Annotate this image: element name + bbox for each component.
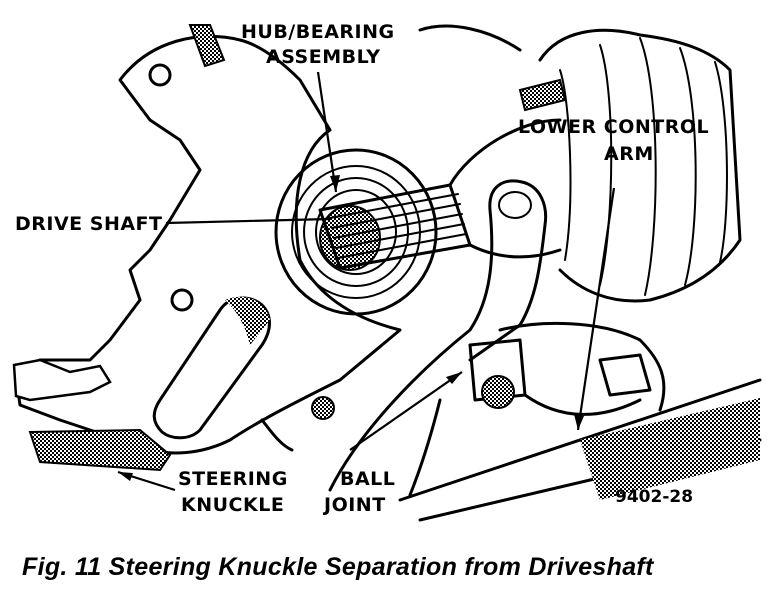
drive-shaft-label: DRIVE SHAFT — [15, 213, 163, 235]
hub-bearing-label-line2: ASSEMBLY — [266, 46, 381, 68]
hand-pry-bar-drawing — [328, 179, 666, 497]
lower-control-arm-label-line1: LOWER CONTROL — [518, 116, 709, 138]
ball-joint-label-line1: BALL — [340, 468, 395, 490]
figure-caption: Fig. 11 Steering Knuckle Separation from… — [22, 553, 654, 581]
figure-id: 9402-28 — [615, 487, 693, 507]
leader-lines — [117, 71, 616, 492]
steering-knuckle-label-line1: STEERING — [178, 468, 288, 490]
hub-bearing-drawing — [274, 148, 438, 316]
steering-knuckle-label-line2: KNUCKLE — [181, 494, 284, 516]
lower-control-arm-label-line2: ARM — [604, 143, 654, 165]
steering-knuckle-drawing — [12, 24, 402, 472]
hub-bearing-label-line1: HUB/BEARING — [241, 21, 395, 43]
drive-shaft-drawing — [318, 118, 562, 270]
cv-boot-drawing — [418, 24, 742, 303]
lower-control-arm-drawing — [398, 353, 762, 522]
ball-joint-label-line2: JOINT — [322, 494, 386, 516]
